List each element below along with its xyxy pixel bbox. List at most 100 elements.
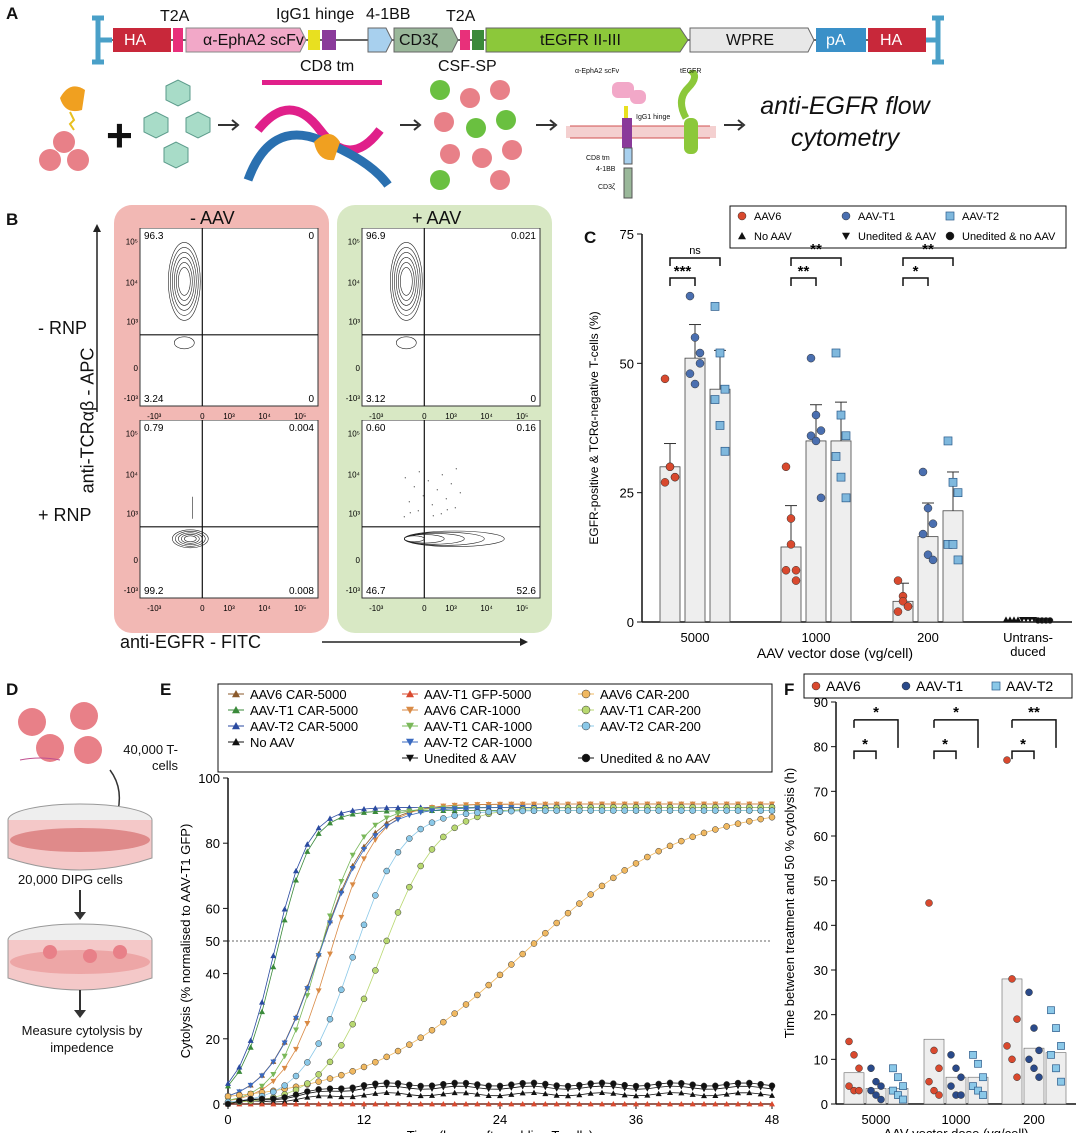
series-point (293, 1101, 299, 1107)
y-tick-label: 25 (620, 486, 634, 501)
series-point (712, 807, 719, 814)
series-point (666, 807, 674, 814)
data-point (1013, 1015, 1021, 1023)
series-point (542, 801, 549, 808)
data-point (690, 379, 700, 389)
series-point (395, 1090, 401, 1096)
series-point (576, 1081, 583, 1089)
legend-marker (991, 681, 1001, 691)
sig-bracket (790, 257, 842, 266)
data-point (791, 566, 801, 575)
series-point (667, 1101, 673, 1107)
flow-event (440, 513, 442, 515)
flow-x-axis-label: anti-EGFR - FITC (120, 632, 262, 652)
flow-event (404, 477, 406, 479)
sig-bracket (1012, 719, 1057, 748)
segment-scfv: α-EphA2 scFv (203, 32, 304, 49)
x-axis-label: AAV vector dose (vg/cell) (884, 1126, 1029, 1133)
legend-label: AAV6 CAR-200 (600, 687, 689, 702)
series-point (281, 1101, 288, 1107)
series-point (338, 1085, 345, 1092)
series-point (349, 1101, 356, 1107)
data-point (660, 374, 670, 384)
legend-marker (581, 689, 591, 699)
series-point (304, 841, 311, 847)
panel-label-b: B (6, 210, 19, 229)
bar (659, 466, 681, 623)
data-point (811, 436, 821, 446)
flow-row-header-pos: + RNP (38, 505, 92, 525)
sig-label: * (913, 263, 919, 280)
series-point (247, 1044, 254, 1050)
series-point (474, 809, 481, 816)
legend-marker (811, 681, 821, 691)
t-cells-label: 40,000 T-cells (123, 742, 178, 773)
series-point (519, 807, 526, 815)
data-point (1057, 1077, 1065, 1086)
flow-y-tick: 10⁴ (126, 470, 139, 479)
y-tick-label: 0 (213, 1097, 220, 1112)
quad-tr: 0.021 (511, 231, 536, 242)
series-point (281, 1065, 288, 1072)
data-point (947, 1082, 955, 1090)
series-point (383, 815, 390, 821)
y-tick-label: 75 (620, 227, 634, 242)
series-point (485, 981, 492, 989)
membrane-label-tegfr: tEGFR (680, 68, 702, 75)
series-point (712, 826, 719, 833)
flow-x-tick: 10⁵ (294, 412, 306, 421)
series-point (508, 801, 515, 808)
quad-tl: 96.9 (366, 231, 386, 242)
data-point (957, 1073, 965, 1081)
series-point (360, 921, 368, 929)
series-point (360, 995, 368, 1003)
data-point (930, 1046, 938, 1055)
series-point (292, 1072, 300, 1080)
series-point (508, 961, 515, 968)
series-point (565, 1101, 571, 1107)
series-point (440, 815, 447, 822)
data-point (816, 426, 826, 435)
data-point (695, 359, 705, 368)
series-point (361, 805, 367, 812)
data-point (930, 1086, 938, 1095)
series-point (678, 807, 685, 814)
y-tick-label: 50 (620, 356, 634, 371)
x-tick-label: 36 (629, 1112, 643, 1127)
label-41bb: 4-1BB (366, 6, 411, 23)
data-point (899, 1082, 907, 1090)
plus-sign: + (106, 109, 133, 161)
series-point (474, 991, 481, 999)
series-point (689, 1091, 696, 1097)
data-point (1035, 1046, 1043, 1055)
legend-marker (581, 753, 591, 763)
data-point (953, 555, 963, 565)
series-point (315, 1092, 322, 1099)
series-point (474, 1091, 481, 1097)
data-point (806, 353, 816, 363)
data-point (710, 395, 720, 404)
data-point (841, 493, 851, 503)
series-point (485, 805, 492, 811)
series-point (315, 953, 322, 959)
series-point (757, 1101, 764, 1107)
series-point (666, 842, 674, 850)
series-point (768, 1082, 776, 1089)
series-point (315, 1101, 322, 1107)
series-point (394, 1047, 402, 1055)
series-point (553, 1082, 560, 1089)
series-point (236, 1091, 243, 1099)
series-point (428, 1026, 436, 1034)
data-point (935, 1091, 943, 1099)
contour-ring (167, 242, 201, 321)
series-point (746, 807, 753, 814)
quad-br: 52.6 (517, 586, 537, 597)
series-point (292, 1091, 300, 1098)
data-point (889, 1064, 897, 1073)
series-point (258, 1095, 266, 1103)
panel-label-a: A (6, 4, 19, 23)
series-point (553, 919, 560, 927)
series-point (576, 1091, 583, 1098)
series-point (621, 1081, 628, 1089)
series-point (349, 1068, 356, 1075)
